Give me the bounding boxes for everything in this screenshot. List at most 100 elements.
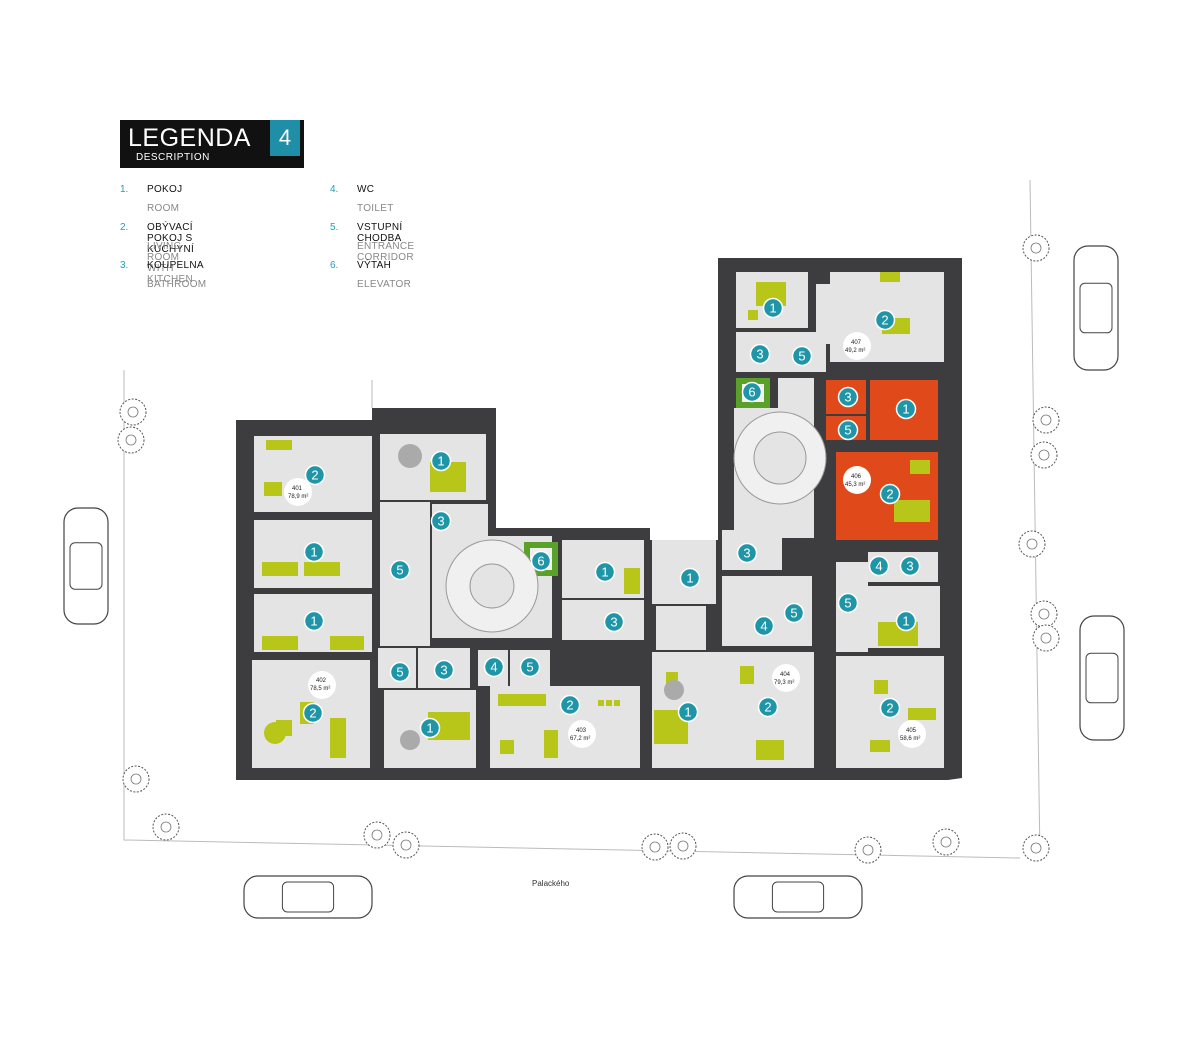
apt-401-id: 401 (292, 486, 303, 492)
apt-405-id: 405 (906, 728, 917, 734)
svg-text:2: 2 (886, 487, 893, 502)
trees (117, 234, 1060, 864)
floor-indicator: 4 (266, 120, 304, 168)
room-badge-1: 1 (594, 561, 616, 583)
apt-401-area: 78,9 m² (288, 494, 308, 500)
svg-text:1: 1 (601, 565, 608, 580)
legend-item-english: ELEVATOR (357, 279, 412, 290)
svg-text:1: 1 (686, 571, 693, 586)
apartment-labels: 401 78,9 m² 402 78,5 m² 403 67,2 m² 404 … (284, 332, 926, 748)
svg-text:4: 4 (760, 619, 767, 634)
room-badge-4: 4 (483, 656, 505, 678)
legend-item-czech: VSTUPNÍ CHODBA (357, 222, 403, 244)
car-icon (243, 875, 373, 919)
svg-text:1: 1 (769, 301, 776, 316)
svg-text:5: 5 (790, 606, 797, 621)
room-badge-2: 2 (879, 483, 901, 505)
apt-403-id: 403 (576, 728, 587, 734)
svg-text:5: 5 (844, 423, 851, 438)
room-badge-2: 2 (559, 694, 581, 716)
tree-icon (641, 833, 669, 861)
svg-text:6: 6 (537, 554, 544, 569)
legend-item-czech: WC (357, 184, 375, 195)
svg-text:5: 5 (526, 660, 533, 675)
tree-icon (1022, 234, 1050, 262)
room-badge-2: 2 (757, 696, 779, 718)
room-badge-2: 2 (304, 464, 326, 486)
svg-text:2: 2 (764, 700, 771, 715)
legend-item-english: ROOM (147, 203, 180, 214)
room-403-bath (562, 600, 644, 640)
tree-icon (392, 831, 420, 859)
legend-item-english: TOILET (357, 203, 394, 214)
apt-402-area: 78,5 m² (310, 686, 330, 692)
svg-text:1: 1 (902, 614, 909, 629)
svg-text:5: 5 (396, 665, 403, 680)
svg-text:1: 1 (310, 614, 317, 629)
svg-text:4: 4 (875, 559, 882, 574)
room-badge-5: 5 (519, 656, 541, 678)
car-icon (1073, 245, 1119, 371)
tree-icon (1018, 530, 1046, 558)
apt-406-id: 406 (851, 474, 862, 480)
room-badge-2: 2 (879, 697, 901, 719)
tree-icon (119, 398, 147, 426)
tree-icon (669, 832, 697, 860)
car-icon (1079, 615, 1125, 741)
room-badge-2: 2 (874, 309, 896, 331)
apt-407-id: 407 (851, 340, 862, 346)
room-badge-1: 1 (895, 610, 917, 632)
apt-402-id: 402 (316, 678, 327, 684)
room-407-hall (816, 284, 830, 344)
legend-item-czech: VÝTAH (357, 260, 392, 271)
svg-text:2: 2 (311, 468, 318, 483)
room-badge-3: 3 (736, 542, 758, 564)
apt-406-area: 45,3 m² (845, 482, 865, 488)
room-badge-4: 4 (868, 555, 890, 577)
room-badge-6: 6 (741, 381, 763, 403)
svg-text:3: 3 (844, 390, 851, 405)
room-badge-3: 3 (837, 386, 859, 408)
tree-icon (117, 426, 145, 454)
svg-text:1: 1 (310, 545, 317, 560)
apt-404-id: 404 (780, 672, 791, 678)
room-badge-3: 3 (749, 343, 771, 365)
room-badge-5: 5 (791, 345, 813, 367)
room-badge-5: 5 (837, 592, 859, 614)
apt-405-area: 58,6 m² (900, 736, 920, 742)
room-badge-2: 2 (302, 702, 324, 724)
room-badge-6: 6 (530, 550, 552, 572)
svg-text:1: 1 (902, 402, 909, 417)
legend-item-number: 6. (330, 260, 339, 271)
svg-text:3: 3 (610, 615, 617, 630)
tree-icon (122, 765, 150, 793)
room-badge-1: 1 (679, 567, 701, 589)
svg-text:2: 2 (309, 706, 316, 721)
legend-title: LEGENDA (128, 124, 251, 152)
svg-text:5: 5 (798, 349, 805, 364)
floor-number: 4 (270, 120, 300, 156)
svg-text:4: 4 (490, 660, 497, 675)
svg-text:2: 2 (881, 313, 888, 328)
room-badge-1: 1 (895, 398, 917, 420)
room-badge-3: 3 (430, 510, 452, 532)
legend-header: LEGENDA DESCRIPTION 4 (120, 120, 304, 168)
site-boundary (123, 179, 1041, 859)
legend-item-english: ENTRANCE CORRIDOR (357, 241, 415, 263)
svg-text:6: 6 (748, 385, 755, 400)
svg-text:2: 2 (886, 701, 893, 716)
svg-text:3: 3 (906, 559, 913, 574)
car-icon (63, 507, 109, 625)
legend-item-number: 3. (120, 260, 129, 271)
legend-subtitle: DESCRIPTION (136, 152, 210, 163)
svg-text:5: 5 (396, 563, 403, 578)
tree-icon (363, 821, 391, 849)
tree-icon (932, 828, 960, 856)
tree-icon (854, 836, 882, 864)
legend-item-number: 4. (330, 184, 339, 195)
apt-404-area: 79,3 m² (774, 680, 794, 686)
svg-text:1: 1 (437, 454, 444, 469)
tree-icon (1030, 441, 1058, 469)
room-badge-5: 5 (837, 419, 859, 441)
